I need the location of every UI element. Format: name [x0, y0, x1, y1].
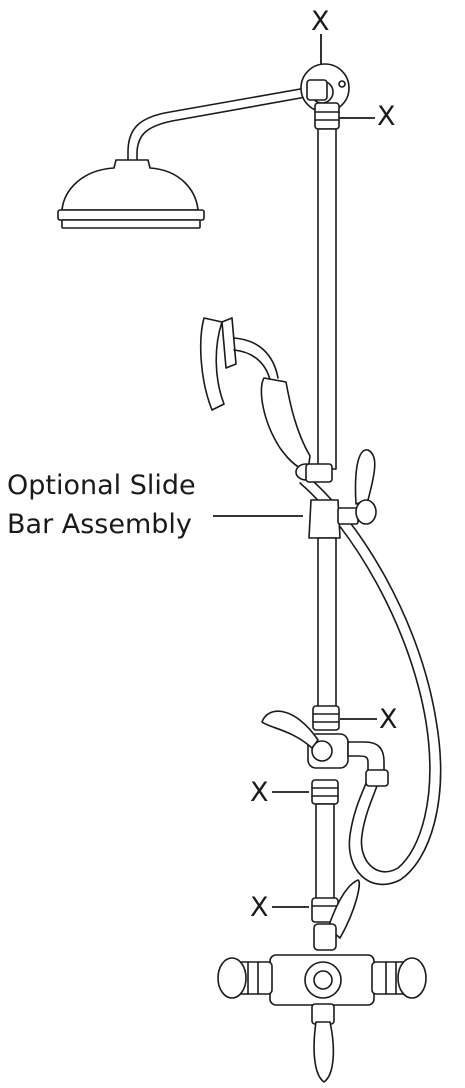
- handheld-shower: [199, 317, 317, 481]
- flexible-hose: [299, 474, 442, 886]
- slide-bar-assembly: [305, 449, 377, 539]
- callout-line-1: Optional Slide: [7, 470, 196, 501]
- upper-riser-pipe: [314, 102, 340, 470]
- marker-x-diverter: X: [379, 704, 398, 735]
- marker-x-upper-right: X: [377, 101, 396, 132]
- valve-riser-pipe: [311, 779, 339, 923]
- marker-x-top: X: [311, 6, 330, 37]
- fixed-shower-head: [57, 87, 307, 229]
- thermostatic-valve: [217, 879, 427, 1083]
- marker-x-bottom-left: X: [250, 892, 269, 923]
- diverter-valve: [261, 710, 389, 787]
- callout-line-2: Bar Assembly: [7, 509, 192, 540]
- marker-x-lower-left: X: [250, 777, 269, 808]
- lower-riser-pipe: [312, 537, 340, 731]
- labels: X X Optional Slide Bar Assembly X X X: [7, 6, 398, 923]
